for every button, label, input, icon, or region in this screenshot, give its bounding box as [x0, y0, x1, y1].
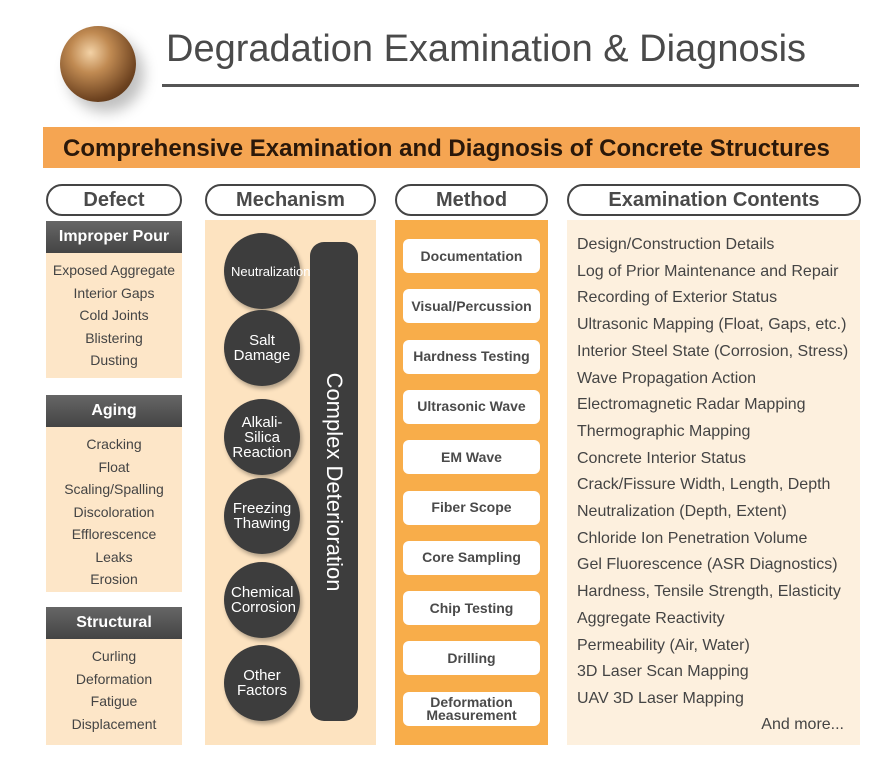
mechanism-circle: Chemical Corrosion	[224, 562, 300, 638]
contents-panel	[567, 220, 860, 745]
examination-item: Neutralization (Depth, Extent)	[577, 503, 787, 520]
mechanism-label: Freezing Thawing	[232, 500, 292, 532]
defect-group-heading: Aging	[46, 395, 182, 427]
mechanism-label: Chemical Corrosion	[231, 584, 297, 616]
method-box: Chip Testing	[403, 591, 540, 626]
mechanism-label: Neutralization	[231, 263, 311, 279]
examination-item: UAV 3D Laser Mapping	[577, 689, 744, 707]
method-box: Documentation	[403, 239, 540, 273]
examination-item: Ultrasonic Mapping (Float, Gaps, etc.)	[577, 316, 847, 334]
examination-item: Concrete Interior Status	[577, 449, 746, 467]
defect-item: Fatigue	[90, 693, 138, 709]
defect-item: Exposed Aggregate	[52, 262, 176, 278]
defect-item: Interior Gaps	[73, 284, 155, 301]
mechanism-circle: Salt Damage	[224, 310, 300, 386]
defect-item: Displacement	[71, 715, 157, 732]
defect-item: Efflorescence	[71, 526, 157, 542]
banner: Comprehensive Examination and Diagnosis …	[43, 127, 860, 168]
banner-text: Comprehensive Examination and Diagnosis …	[63, 135, 830, 162]
method-box: Ultrasonic Wave	[403, 389, 540, 424]
title-underline	[162, 84, 859, 87]
mechanism-circle: Freezing Thawing	[224, 478, 300, 554]
examination-item: Chloride Ion Penetration Volume	[577, 529, 808, 547]
and-more: And more...	[761, 716, 844, 733]
column-header-method: Method	[395, 184, 548, 216]
examination-item: Crack/Fissure Width, Length, Depth	[577, 476, 831, 494]
complex-deterioration-label: Complex Deterioration	[322, 372, 347, 591]
method-box: EM Wave	[403, 440, 540, 475]
mechanism-circle: Alkali-Silica Reaction	[224, 399, 300, 475]
method-box: Deformation Measurement	[403, 691, 540, 726]
examination-item: Gel Fluorescence (ASR Diagnostics)	[577, 556, 838, 574]
examination-item: Log of Prior Maintenance and Repair	[577, 262, 839, 280]
mechanism-circle: Neutralization	[224, 233, 311, 309]
bronze-sphere-icon	[60, 26, 136, 102]
column-header-defect: Defect	[46, 184, 182, 216]
column-header-contents: Examination Contents	[567, 184, 861, 216]
method-box: Drilling	[403, 641, 540, 676]
defect-item: Leaks	[95, 548, 133, 565]
examination-item: Aggregate Reactivity	[577, 609, 725, 627]
method-box: Visual/Percussion	[403, 289, 540, 324]
examination-item: Electromagnetic Radar Mapping	[577, 396, 806, 414]
defect-item: Float	[98, 458, 130, 475]
complex-deterioration-bar: Complex Deterioration	[310, 242, 358, 721]
examination-item: Interior Steel State (Corrosion, Stress)	[577, 342, 849, 360]
method-box: Hardness Testing	[403, 339, 540, 374]
examination-item: Permeability (Air, Water)	[577, 636, 750, 654]
column-header-mechanism: Mechanism	[205, 184, 376, 216]
method-box: Core Sampling	[403, 540, 540, 575]
mechanism-label: Alkali-Silica Reaction	[232, 413, 292, 461]
defect-group-heading: Structural	[46, 607, 182, 639]
page-title: Degradation Examination & Diagnosis	[166, 28, 807, 70]
defect-group-heading: Improper Pour	[46, 221, 182, 253]
defect-item: Deformation	[75, 670, 153, 687]
defect-item: Discoloration	[73, 503, 155, 520]
method-box: Fiber Scope	[403, 490, 540, 525]
defect-item: Cracking	[86, 436, 142, 452]
defect-item: Dusting	[90, 352, 138, 368]
mechanism-label: Salt Damage	[233, 332, 291, 364]
defect-item: Cold Joints	[79, 307, 149, 323]
examination-item: Design/Construction Details	[577, 236, 775, 253]
defect-item: Scaling/Spalling	[64, 481, 164, 497]
examination-item: Hardness, Tensile Strength, Elasticity	[577, 583, 841, 601]
examination-item: Thermographic Mapping	[577, 422, 751, 440]
mechanism-label: Other Factors	[236, 667, 287, 699]
examination-item: Recording of Exterior Status	[577, 289, 778, 307]
mechanism-circle: Other Factors	[224, 645, 300, 721]
examination-item: Wave Propagation Action	[577, 369, 757, 387]
defect-item: Blistering	[85, 329, 143, 346]
defect-item: Curling	[91, 648, 137, 664]
defect-item: Erosion	[90, 571, 138, 587]
examination-item: 3D Laser Scan Mapping	[577, 663, 749, 681]
